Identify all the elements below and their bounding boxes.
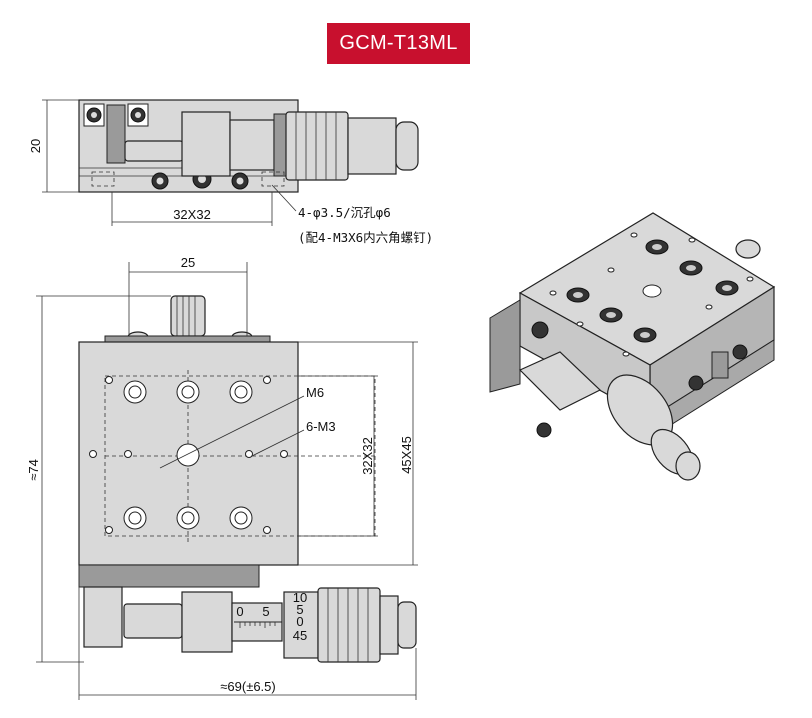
side-clamp-block <box>106 104 126 164</box>
m3-holes <box>89 376 288 534</box>
product-title-badge: GCM-T13ML <box>327 23 470 64</box>
thimble-mark-2: 5 <box>296 602 303 617</box>
scale-five: 5 <box>262 604 269 619</box>
top-view: M6 6-M3 0 5 10 5 0 45 <box>26 255 418 700</box>
side-height-dim: 20 <box>28 139 43 153</box>
dim-25: 25 <box>181 255 195 270</box>
side-screw-note: (配4-M3X6内六角螺钉) <box>298 230 433 245</box>
dim-69: ≈69(±6.5) <box>220 679 275 694</box>
side-ratchet-knob <box>395 121 419 171</box>
top-ratchet-knob <box>397 601 417 649</box>
isometric-view <box>489 212 776 481</box>
dim-32x32: 32X32 <box>360 437 375 475</box>
side-width-dim: 32X32 <box>173 207 211 222</box>
side-micrometer-sleeve <box>181 111 231 177</box>
scale-zero: 0 <box>236 604 243 619</box>
counterbore-holes-bottom <box>123 506 253 530</box>
top-adjust-knob <box>170 295 206 337</box>
side-view: 20 32X32 4-φ3.5/沉孔φ6 (配4-M3X6内六角螺钉) <box>28 99 433 245</box>
iso-micrometer-sleeve <box>518 351 602 411</box>
label-m6: M6 <box>306 385 324 400</box>
iso-top-holes <box>549 232 754 357</box>
dim-45x45: 45X45 <box>399 436 414 474</box>
top-micrometer-sleeve <box>181 591 233 653</box>
thimble-mark-3: 0 <box>296 614 303 629</box>
thimble-mark-1: 10 <box>293 590 307 605</box>
top-thimble <box>283 591 319 659</box>
label-6-m3: 6-M3 <box>306 419 336 434</box>
dim-74: ≈74 <box>26 459 41 481</box>
thimble-mark-4: 45 <box>293 628 307 643</box>
center-m6-hole <box>176 443 200 467</box>
side-thimble <box>285 111 349 181</box>
counterbore-holes-top <box>123 380 253 404</box>
side-hole-note: 4-φ3.5/沉孔φ6 <box>298 205 391 220</box>
